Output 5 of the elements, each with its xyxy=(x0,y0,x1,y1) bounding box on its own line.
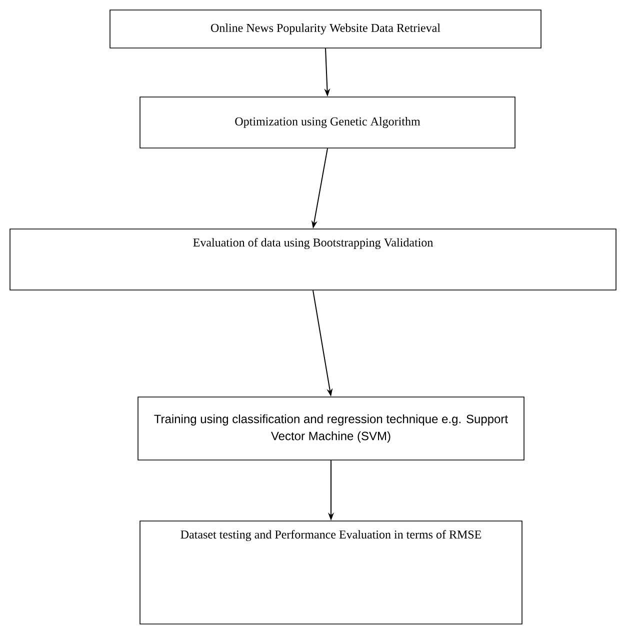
process-box: Training using classification and regression technique e.g. Support Vector Machine (SVM) xyxy=(138,396,524,460)
process-box: Online News Popularity Website Data Retrieval xyxy=(110,10,542,48)
process-box: Optimization using Genetic Algorithm xyxy=(140,96,516,148)
process-box: Dataset testing and Performance Evaluation in terms of RMSE xyxy=(140,520,522,624)
process-box: Evaluation of data using Bootstrapping Validation xyxy=(10,228,616,290)
